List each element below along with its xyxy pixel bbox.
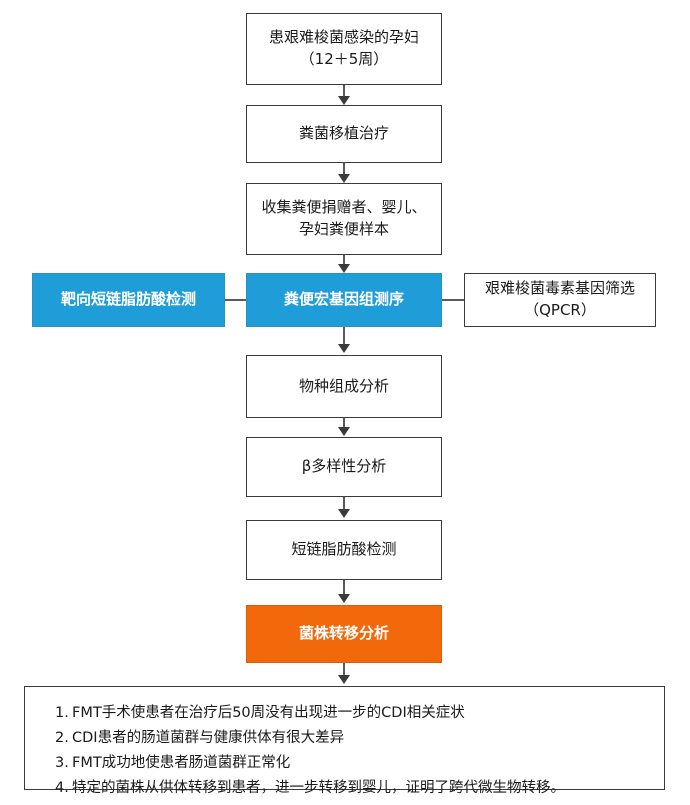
- conclusion-item-3-text: FMT成功地使患者肠道菌群正常化: [72, 754, 291, 771]
- node-fmt-treatment[interactable]: 粪菌移植治疗: [246, 105, 442, 163]
- node-patient-line-1: 患艰难梭菌感染的孕妇: [268, 28, 419, 47]
- node-toxin-gene-screening-line-2: （QPCR）: [524, 301, 596, 319]
- conclusion-item-4-text: 特定的菌株从供体转移到患者，进一步转移到婴儿，证明了跨代微生物转移。: [72, 779, 565, 796]
- node-beta-diversity[interactable]: β多样性分析: [246, 437, 442, 497]
- node-strain-transfer[interactable]: 菌株转移分析: [246, 605, 442, 663]
- arrowhead-scfa-to-strain: [338, 594, 350, 603]
- connector-strain-to-summary: [343, 663, 345, 677]
- node-conclusions[interactable]: 1.FMT手术使患者在治疗后50周没有出现进一步的CDI相关症状 2.CDI患者…: [24, 686, 665, 796]
- node-toxin-gene-screening-line-1: 艰难梭菌毒素基因筛选: [484, 279, 635, 298]
- node-scfa-targeted-label: 靶向短链脂肪酸检测: [60, 290, 196, 309]
- conclusion-item-1-text: FMT手术使患者在治疗后50周没有出现进一步的CDI相关症状: [72, 705, 465, 721]
- node-patient[interactable]: 患艰难梭菌感染的孕妇 （12＋5周）: [246, 13, 442, 85]
- arrowhead-beta-to-scfa: [338, 509, 350, 518]
- node-fmt-treatment-label: 粪菌移植治疗: [298, 124, 389, 143]
- conclusion-item-4-number: 4.: [55, 779, 69, 796]
- connector-fmt-to-samples: [343, 163, 345, 180]
- conclusion-item-3: 3.FMT成功地使患者肠道菌群正常化: [55, 751, 664, 776]
- connector-patient-to-fmt: [343, 85, 345, 102]
- node-beta-diversity-label: β多样性分析: [301, 457, 387, 476]
- node-scfa-detection[interactable]: 短链脂肪酸检测: [246, 520, 442, 580]
- node-patient-line-2: （12＋5周）: [299, 50, 389, 68]
- node-species-composition-label: 物种组成分析: [298, 376, 389, 395]
- conclusion-item-4: 4.特定的菌株从供体转移到患者，进一步转移到婴儿，证明了跨代微生物转移。: [55, 776, 664, 801]
- node-species-composition[interactable]: 物种组成分析: [246, 355, 442, 418]
- node-scfa-targeted[interactable]: 靶向短链脂肪酸检测: [32, 273, 225, 327]
- arrowhead-sequencing-to-species: [338, 344, 350, 353]
- node-metagenomic-sequencing-label: 粪便宏基因组测序: [283, 290, 404, 309]
- conclusion-item-2-number: 2.: [55, 729, 69, 746]
- arrowhead-fmt-to-samples: [338, 174, 350, 183]
- conclusion-item-3-number: 3.: [55, 754, 69, 771]
- arrowhead-samples-to-sequencing: [338, 264, 350, 273]
- conclusion-item-1-number: 1.: [55, 705, 69, 721]
- node-sample-collection-line-2: 孕妇粪便样本: [298, 220, 389, 238]
- connector-scfa-to-sequencing: [225, 299, 247, 301]
- arrowhead-species-to-beta: [338, 427, 350, 436]
- connector-sequencing-to-qpcr: [442, 299, 464, 301]
- conclusion-item-2: 2.CDI患者的肠道菌群与健康供体有很大差异: [55, 726, 664, 751]
- connector-sequencing-to-species: [343, 327, 345, 344]
- conclusion-item-1: 1.FMT手术使患者在治疗后50周没有出现进一步的CDI相关症状: [55, 701, 664, 726]
- node-scfa-detection-label: 短链脂肪酸检测: [291, 540, 397, 559]
- connector-species-to-beta: [343, 418, 345, 430]
- connector-beta-to-scfa: [343, 497, 345, 511]
- conclusion-item-2-text: CDI患者的肠道菌群与健康供体有很大差异: [72, 729, 345, 746]
- node-sample-collection[interactable]: 收集粪便捐赠者、婴儿、 孕妇粪便样本: [246, 183, 442, 255]
- node-strain-transfer-label: 菌株转移分析: [298, 624, 389, 643]
- node-metagenomic-sequencing[interactable]: 粪便宏基因组测序: [246, 273, 442, 327]
- arrowhead-strain-to-summary: [338, 675, 350, 684]
- node-sample-collection-line-1: 收集粪便捐赠者、婴儿、: [261, 198, 427, 217]
- connector-scfa-to-strain: [343, 580, 345, 596]
- arrowhead-patient-to-fmt: [338, 96, 350, 105]
- connector-samples-to-sequencing: [343, 255, 345, 268]
- node-toxin-gene-screening[interactable]: 艰难梭菌毒素基因筛选 （QPCR）: [464, 273, 656, 327]
